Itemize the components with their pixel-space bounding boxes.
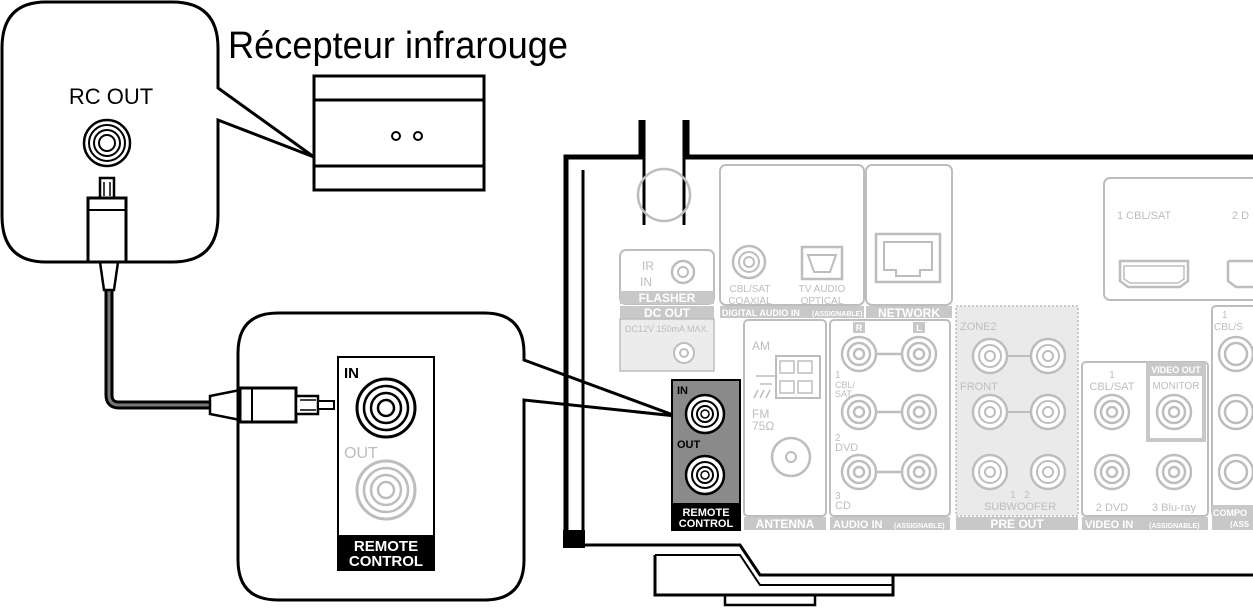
optical-label: OPTICAL — [801, 296, 844, 307]
zoom-in-label: IN — [344, 365, 359, 382]
pre-out-label: PRE OUT — [990, 517, 1044, 531]
audio-3-number: 3 — [835, 491, 841, 502]
optical-tvaudio: TV AUDIO — [799, 284, 846, 295]
hdmi-2-label: 2 D — [1232, 210, 1249, 222]
zoom-caption-line2: CONTROL — [349, 553, 423, 570]
panel-remote-in: IN — [677, 385, 688, 397]
am-label: AM — [752, 339, 770, 353]
front-label: FRONT — [960, 381, 998, 393]
ir-receiver-device — [312, 74, 486, 192]
audio-2-number: 2 — [835, 433, 841, 444]
zone2-label: ZONE2 — [960, 321, 997, 333]
audio-3-name: CD — [835, 500, 851, 512]
digital-audio-in-label: DIGITAL AUDIO IN — [722, 308, 800, 318]
video-1-number: 1 — [1109, 370, 1115, 381]
zoom-out-jack — [355, 459, 417, 521]
rc-out-label: RC OUT — [69, 84, 153, 109]
coaxial-cblsat: CBL/SAT — [730, 284, 771, 295]
zoom-in-jack — [355, 377, 417, 439]
audio-in-label: AUDIO IN — [833, 519, 883, 531]
flasher-ir: IR — [642, 259, 654, 273]
dc-out-spec: DC12V 150mA MAX. — [625, 324, 709, 334]
sub-1-label: 1 — [1010, 490, 1016, 501]
video-1-name: CBL/SAT — [1089, 381, 1134, 393]
panel-remote-line1: REMOTE — [682, 507, 729, 519]
flasher-label: FLASHER — [639, 291, 696, 305]
fm-ohm-label: 75Ω — [752, 419, 774, 433]
panel-remote-control-section: IN OUT REMOTE CONTROL — [671, 379, 741, 531]
audio-1-name: CBL/ — [835, 380, 856, 390]
monitor-label: MONITOR — [1152, 381, 1199, 392]
network-label: NETWORK — [878, 306, 940, 320]
panel-remote-out: OUT — [677, 439, 701, 451]
comp-1-name: CBL/S — [1214, 322, 1243, 333]
hdmi-1-label: 1 CBL/SAT — [1117, 210, 1171, 222]
remote-control-zoom-callout: IN OUT REMOTE CONTROL — [236, 311, 677, 602]
audio-1-number: 1 — [835, 370, 841, 381]
zoom-caption-line1: REMOTE — [354, 538, 418, 555]
video-out-label: VIDEO OUT — [1151, 365, 1201, 375]
ir-receiver-title: Récepteur infrarouge — [228, 25, 568, 67]
compo-label: COMPO — [1213, 508, 1247, 518]
rc-out-jack — [82, 118, 132, 168]
fm-label: FM — [752, 407, 769, 421]
comp-1-number: 1 — [1222, 310, 1228, 321]
audio-assignable-label: (ASSIGNABLE) — [894, 523, 945, 530]
audio-l-label: L — [916, 323, 922, 333]
panel-remote-line2: CONTROL — [679, 518, 734, 530]
ir-sensor-dot — [391, 131, 401, 141]
rc-out-callout: RC OUT — [0, 0, 315, 264]
av-receiver-rear-panel: IR IN FLASHER DC OUT DC12V 150mA MAX. CB… — [563, 120, 1253, 607]
digital-assignable-label: (ASSIGNABLE) — [812, 311, 863, 318]
ir-sensor-dot — [413, 131, 423, 141]
sub-2-label: 2 — [1024, 490, 1030, 501]
video-3-label: 3 Blu-ray — [1152, 502, 1197, 514]
audio-2-name: DVD — [835, 442, 858, 454]
rca-cable — [98, 260, 242, 422]
audio-r-label: R — [856, 323, 863, 333]
audio-1-name2: SAT — [835, 389, 852, 399]
video-in-label: VIDEO IN — [1085, 519, 1133, 531]
video-2-label: 2 DVD — [1096, 502, 1128, 514]
dc-out-label: DC OUT — [644, 306, 691, 320]
coaxial-label: COAXIAL — [728, 296, 772, 307]
comp-ass-label: (ASS — [1230, 520, 1250, 529]
antenna-label: ANTENNA — [756, 517, 815, 531]
zoom-out-label: OUT — [344, 445, 378, 462]
video-assignable-label: (ASSIGNABLE) — [1149, 523, 1200, 530]
subwoofer-label: SUBWOOFER — [984, 501, 1056, 513]
zoom-caption-box — [338, 535, 434, 570]
flasher-in: IN — [640, 275, 652, 289]
